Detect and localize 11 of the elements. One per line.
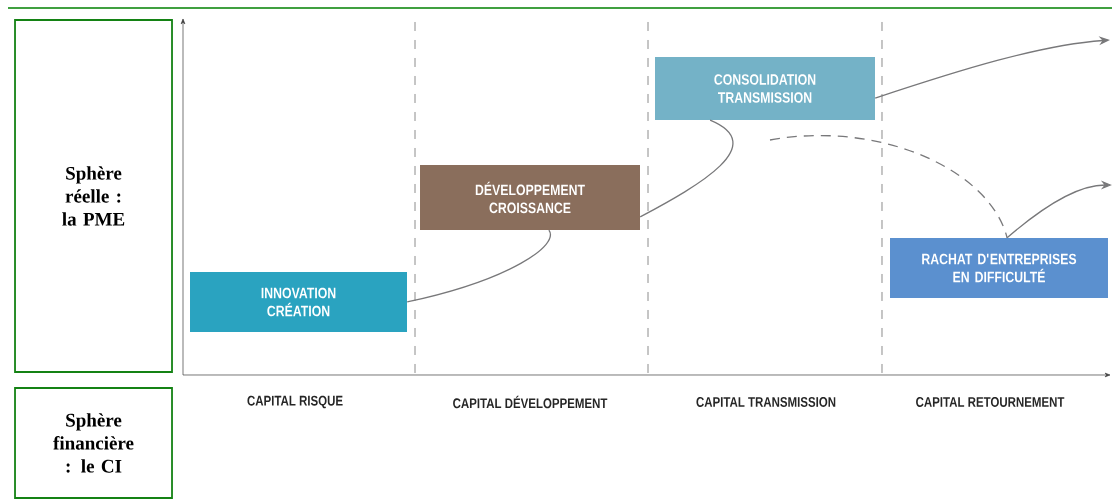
label-box: Sphère réelle : la PME: [14, 19, 173, 373]
dashed-curve: [769, 134, 1008, 239]
stage-box: CONSOLIDATION TRANSMISSION: [655, 57, 875, 120]
axis-label: CAPITAL RETOURNEMENT: [916, 397, 1065, 407]
axis-label: CAPITAL RISQUE: [247, 395, 343, 409]
stage-box: INNOVATION CRÉATION: [190, 272, 407, 332]
stage-box: DÉVELOPPEMENT CROISSANCE: [420, 165, 640, 230]
stage-box: RACHAT D'ENTREPRISES EN DIFFICULTÉ: [890, 238, 1108, 298]
label-box: Sphère financière : le CI: [14, 387, 173, 499]
axis-label: CAPITAL DÉVELOPPEMENT: [453, 395, 608, 409]
axis-label: CAPITAL TRANSMISSION: [696, 397, 836, 407]
